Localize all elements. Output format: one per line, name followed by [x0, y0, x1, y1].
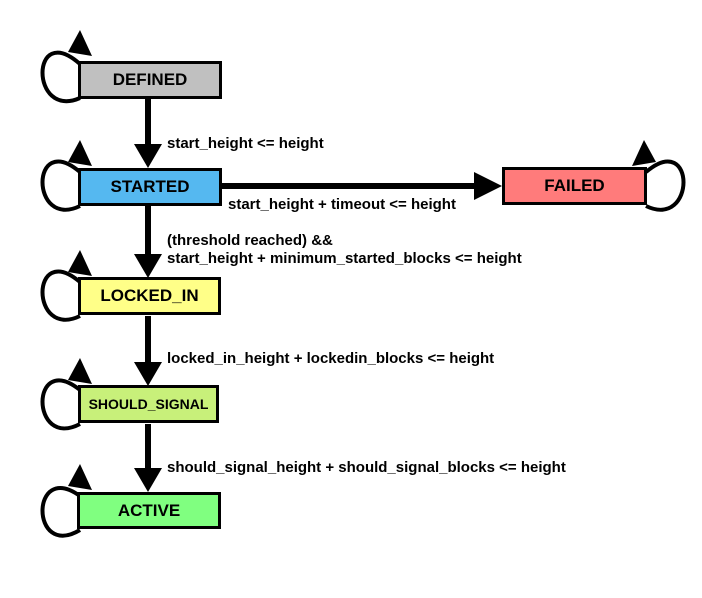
- should-signal-self-loop-arrow: [68, 358, 92, 384]
- locked-in-self-loop: [40, 269, 82, 322]
- state-defined: DEFINED: [78, 61, 222, 99]
- label-started-to-failed: start_height + timeout <= height: [228, 196, 456, 213]
- failed-self-loop: [644, 159, 686, 212]
- label-started-to-locked-in-line2: start_height + minimum_started_blocks <=…: [167, 250, 522, 267]
- should-signal-self-loop: [40, 378, 82, 431]
- label-defined-to-started: start_height <= height: [167, 135, 324, 152]
- state-started: STARTED: [78, 168, 222, 206]
- defined-self-loop-arrow: [68, 30, 92, 56]
- defined-self-loop: [40, 50, 82, 103]
- active-self-loop-arrow: [68, 464, 92, 490]
- started-self-loop-arrow: [68, 140, 92, 166]
- state-locked-in: LOCKED_IN: [78, 277, 221, 315]
- arrow-defined-to-started-head: [134, 144, 162, 168]
- failed-self-loop-arrow: [632, 140, 656, 166]
- label-should-signal-to-active: should_signal_height + should_signal_blo…: [167, 459, 566, 476]
- active-self-loop: [40, 486, 82, 538]
- state-active: ACTIVE: [77, 492, 221, 529]
- started-self-loop: [40, 159, 82, 212]
- state-failed: FAILED: [502, 167, 647, 205]
- label-started-to-locked-in-line1: (threshold reached) &&: [167, 232, 333, 249]
- arrow-should-signal-to-active-head: [134, 468, 162, 492]
- arrow-started-to-locked-in-head: [134, 254, 162, 278]
- arrow-locked-in-to-should-signal-head: [134, 362, 162, 386]
- locked-in-self-loop-arrow: [68, 250, 92, 276]
- label-locked-in-to-should-signal: locked_in_height + lockedin_blocks <= he…: [167, 350, 495, 367]
- state-should-signal: SHOULD_SIGNAL: [78, 385, 219, 423]
- arrow-started-to-failed-head: [474, 172, 502, 200]
